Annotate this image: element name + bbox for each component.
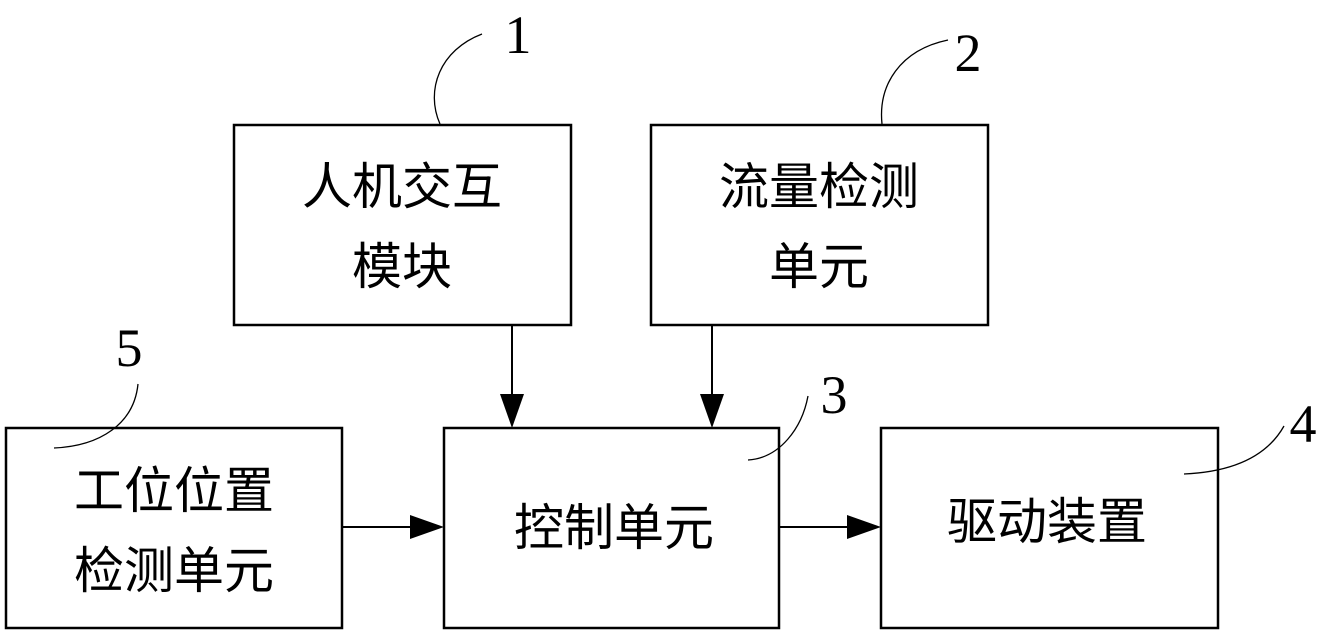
ref-number-5: 5 xyxy=(116,318,143,378)
drive-device-label: 驱动装置 xyxy=(947,493,1147,551)
ref-5-callout: 5 xyxy=(53,318,143,449)
ref-3-callout: 3 xyxy=(747,365,848,461)
flow-detection-label-line1: 流量检测 xyxy=(719,158,919,216)
arrow-flow-to-control xyxy=(700,325,724,428)
drive-device-box xyxy=(879,426,1220,630)
station-position-label-line2: 检测单元 xyxy=(74,542,274,600)
station-position-box xyxy=(4,426,344,630)
ref-4-callout: 4 xyxy=(1183,394,1317,475)
arrow-control-to-drive xyxy=(779,515,881,539)
flow-detection-label-line2: 单元 xyxy=(769,238,869,296)
ref-4-leader-line xyxy=(1183,425,1285,475)
ref-1-callout: 1 xyxy=(433,5,532,125)
arrow-control-to-drive-head xyxy=(847,515,881,539)
flow-detection-box xyxy=(649,123,990,327)
control-unit-box xyxy=(442,426,781,630)
hmi-module-label-line2: 模块 xyxy=(352,238,452,296)
ref-number-2: 2 xyxy=(955,23,982,83)
arrow-hmi-to-control xyxy=(500,325,524,428)
ref-1-leader-line xyxy=(433,33,483,125)
station-position-block: 工位位置 检测单元 xyxy=(4,426,344,630)
flow-detection-block: 流量检测 单元 xyxy=(649,123,990,327)
ref-number-1: 1 xyxy=(505,5,532,65)
control-unit-block: 控制单元 xyxy=(442,426,781,630)
ref-3-leader-line xyxy=(747,395,809,461)
control-unit-label: 控制单元 xyxy=(514,499,714,557)
hmi-module-block: 人机交互 模块 xyxy=(232,123,573,327)
arrow-station-to-control xyxy=(342,515,444,539)
station-position-label-line1: 工位位置 xyxy=(74,462,274,520)
arrow-hmi-to-control-head xyxy=(500,394,524,428)
ref-2-leader-line xyxy=(880,39,949,125)
arrow-station-to-control-head xyxy=(410,515,444,539)
ref-number-3: 3 xyxy=(821,365,848,425)
hmi-module-box xyxy=(232,123,573,327)
ref-2-callout: 2 xyxy=(880,23,982,125)
ref-number-4: 4 xyxy=(1290,394,1317,454)
drive-device-block: 驱动装置 xyxy=(879,426,1220,630)
arrow-flow-to-control-head xyxy=(700,394,724,428)
ref-5-leader-line xyxy=(53,383,139,449)
hmi-module-label-line1: 人机交互 xyxy=(302,158,502,216)
